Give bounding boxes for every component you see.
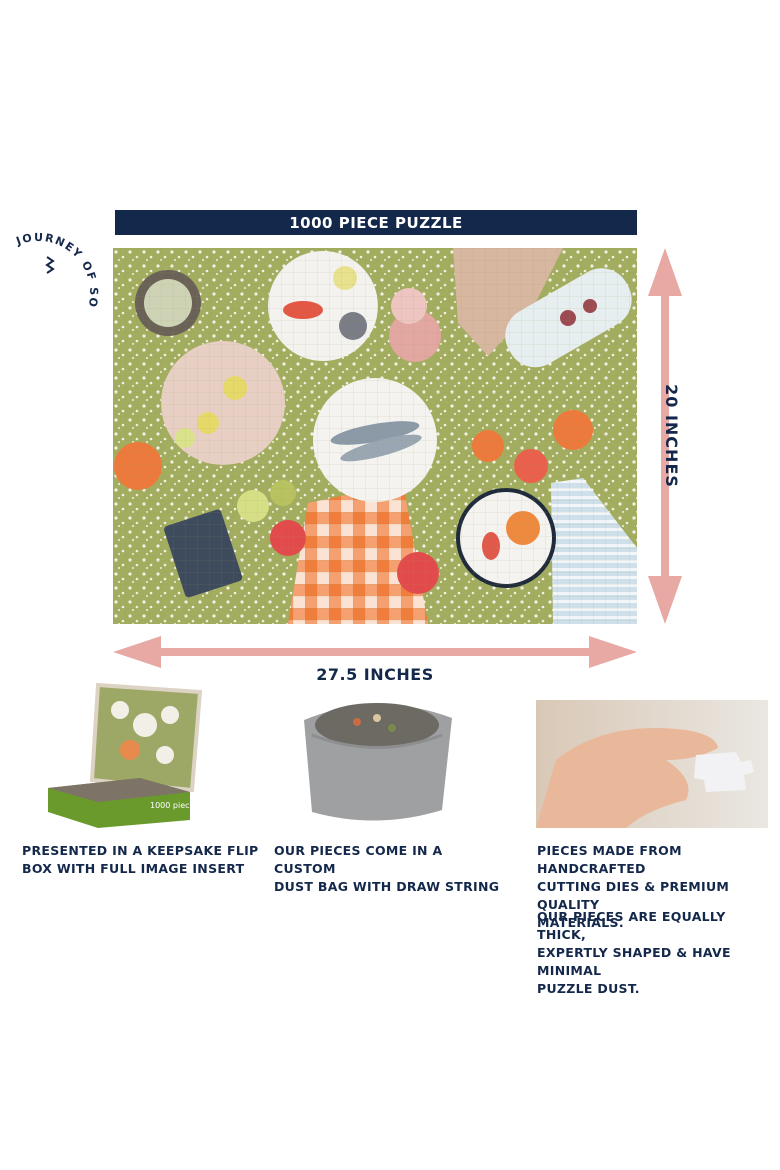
brand-mark-icon [45, 256, 55, 274]
banner-title: 1000 PIECE PUZZLE [289, 213, 463, 232]
caption-cutting-dies: PIECES MADE FROM HANDCRAFTED CUTTING DIE… [537, 843, 730, 930]
width-arrow-icon [113, 636, 637, 668]
brand-name: JOURNEY OF SOMETHING [0, 200, 99, 309]
caption-piece-quality: OUR PIECES ARE EQUALLY THICK, EXPERTLY S… [537, 909, 731, 996]
dust-bag-photo [292, 680, 462, 830]
svg-text:JOURNEY OF SOMETHING: JOURNEY OF SOMETHING [0, 200, 100, 309]
caption-dust-bag: OUR PIECES COME IN A CUSTOM DUST BAG WIT… [274, 843, 500, 894]
brand-logo: JOURNEY OF SOMETHING [0, 200, 100, 309]
title-banner: 1000 PIECE PUZZLE [115, 210, 637, 235]
keepsake-box-photo: 1000 pieces [40, 680, 245, 840]
box-side-text: 1000 pieces [150, 801, 199, 810]
width-dimension-label: 27.5 INCHES [316, 665, 434, 684]
puzzle-image [113, 248, 637, 624]
height-dimension-label: 20 INCHES [662, 384, 682, 488]
hand-holding-piece-photo [536, 700, 768, 828]
caption-keepsake-box: PRESENTED IN A KEEPSAKE FLIP BOX WITH FU… [22, 843, 259, 876]
height-arrow-icon [648, 248, 682, 624]
